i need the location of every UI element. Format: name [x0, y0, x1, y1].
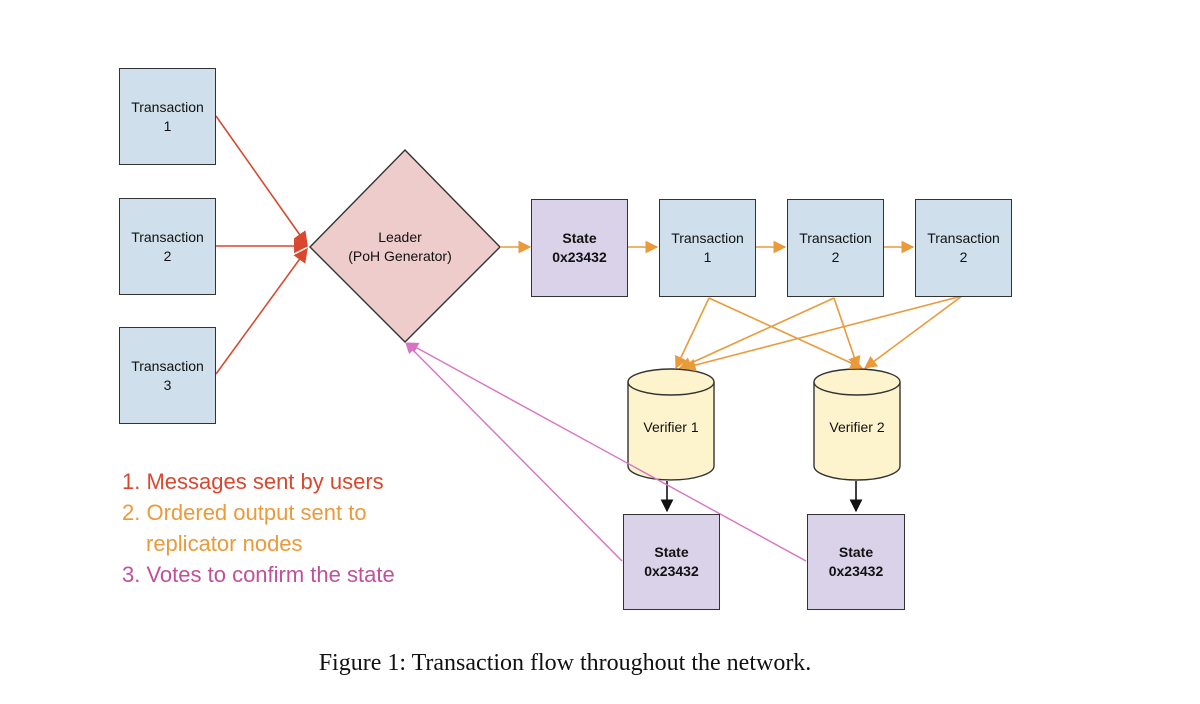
state-verifier-1: State 0x23432 [623, 514, 720, 610]
arrow-tx-chain-2-to-verifier-1 [678, 297, 835, 370]
verifier-2-cylinder [813, 368, 901, 481]
arrow-vote-state-v2-to-leader [407, 342, 807, 562]
state-top: State 0x23432 [531, 199, 628, 297]
verifier-1-cylinder [627, 368, 715, 481]
state-top-label: State 0x23432 [552, 230, 607, 265]
verifier-1-label: Verifier 1 [643, 419, 699, 435]
arrow-tx-chain-2-to-verifier-2 [833, 297, 861, 370]
arrow-user-tx3-to-leader [215, 247, 308, 375]
arrow-vote-state-v1-to-leader [405, 342, 623, 562]
transaction-3-user: Transaction 3 [119, 327, 216, 424]
transaction-1-user: Transaction 1 [119, 68, 216, 165]
leader-diamond [309, 148, 501, 343]
arrow-user-tx1-to-leader [215, 115, 308, 247]
legend-item-votes: 3. Votes to confirm the state [122, 562, 395, 587]
arrow-tx-chain-1-to-verifier-2 [708, 297, 864, 370]
legend-item-user-messages: 1. Messages sent by users [122, 469, 384, 494]
transaction-chain-1-label: Transaction 1 [671, 230, 744, 265]
transaction-chain-1: Transaction 1 [659, 199, 756, 297]
leader-label: Leader (PoH Generator) [348, 229, 452, 264]
transaction-2-user-label: Transaction 2 [131, 228, 204, 264]
legend-item-ordered-output-cont: replicator nodes [146, 531, 303, 556]
state-verifier-2-label: State 0x23432 [828, 544, 884, 579]
state-verifier-2: State 0x23432 [807, 514, 905, 610]
legend-item-ordered-output: 2. Ordered output sent to [122, 500, 367, 525]
transaction-3-user-label: Transaction 3 [131, 357, 204, 393]
arrow-tx-chain-3-to-verifier-1 [682, 295, 963, 372]
figure-caption: Figure 1: Transaction flow throughout th… [318, 650, 812, 676]
arrow-tx-chain-1-to-verifier-1 [675, 297, 710, 370]
verifier-2-label: Verifier 2 [829, 419, 885, 435]
state-verifier-1-label: State 0x23432 [644, 544, 699, 579]
transaction-chain-2: Transaction 2 [787, 199, 884, 297]
transaction-chain-3-label: Transaction 2 [927, 230, 1000, 265]
legend: 1. Messages sent by users 2. Ordered out… [122, 466, 395, 590]
transaction-2-user: Transaction 2 [119, 198, 216, 295]
arrow-tx-chain-3-to-verifier-2 [863, 295, 963, 369]
transaction-chain-2-label: Transaction 2 [799, 230, 872, 265]
transaction-1-user-label: Transaction 1 [131, 98, 204, 134]
transaction-chain-3: Transaction 2 [915, 199, 1012, 297]
